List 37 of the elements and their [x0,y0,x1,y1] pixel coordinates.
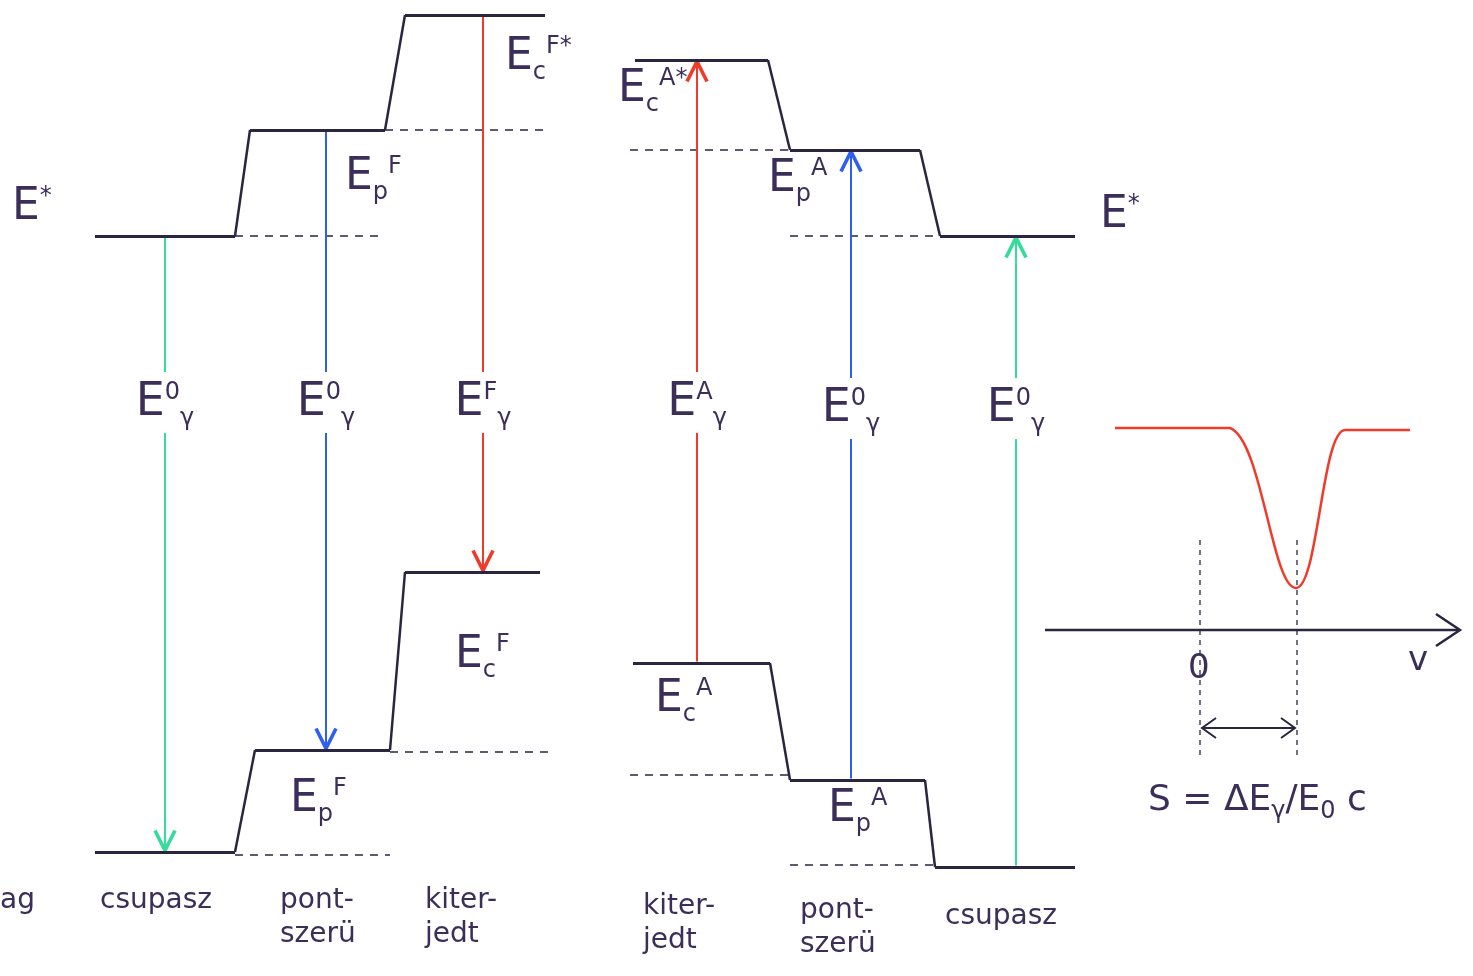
energy-level-line [790,148,920,152]
transition-arrow [153,236,177,853]
step-line [233,129,252,237]
column-label: kiter- jedt [643,888,717,956]
transition-arrow [685,59,709,663]
step-line [766,59,792,151]
transition-arrow [314,130,338,751]
column-label: pont- szerü [800,892,877,960]
energy-level-line [250,128,385,132]
transition-arrow [839,149,863,780]
step-line [768,662,792,781]
tick-label: 0 [1188,648,1210,686]
step-line [233,749,257,853]
step-line [923,779,937,868]
step-line [918,149,942,237]
energy-level-line [255,748,390,752]
column-label: kiter- jedt [425,882,499,950]
energy-level-line [790,778,925,782]
step-line [388,571,407,751]
energy-label: E$^{*}$ [12,180,52,229]
column-label: csupasz [100,882,210,916]
energy-level-line [633,661,770,665]
energy-level-line [95,850,235,854]
energy-level-line [935,865,1075,869]
column-label: csupasz [945,898,1055,932]
step-line [383,14,407,131]
transition-arrow [471,15,495,573]
energy-level-line [95,234,235,238]
energy-level-line [940,234,1075,238]
energy-level-line [405,13,545,17]
energy-level-line [405,570,540,574]
axis-label: v [1408,640,1429,678]
column-label: pont- szerü [280,882,357,950]
formula: S = ΔE$_{γ}$/E$_{0}$ c [1148,778,1367,824]
transition-arrow [1004,235,1028,867]
energy-level-line [635,58,768,62]
energy-label: E$^{*}$ [1100,188,1140,237]
